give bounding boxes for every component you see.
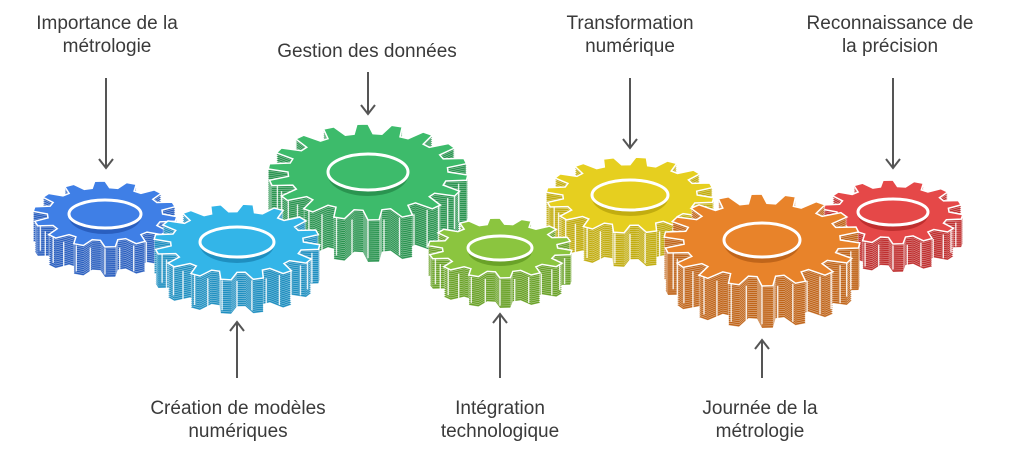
gear-integration: [427, 217, 573, 309]
label-integration: Intégration technologique: [440, 398, 560, 442]
label-transformation: Transformation numérique: [566, 13, 694, 57]
arrow-importance: [98, 78, 114, 170]
label-journee: Journée de la métrologie: [702, 398, 818, 442]
gear-side-creation: [161, 252, 313, 311]
gear-importance: [32, 180, 178, 278]
arrow-integration: [492, 312, 508, 378]
arrow-reconnaissance: [885, 78, 901, 170]
arrow-creation: [229, 320, 245, 378]
label-reconnaissance: Reconnaissance de la précision: [806, 13, 974, 57]
label-creation: Création de modèles numériques: [150, 398, 326, 442]
gear-side-journee: [672, 251, 852, 325]
gear-creation: [153, 203, 321, 315]
arrow-transformation: [622, 78, 638, 150]
gear-journee: [663, 193, 861, 329]
label-gestion: Gestion des données: [277, 41, 457, 62]
label-importance: Importance de la métrologie: [36, 13, 178, 57]
gear-side-integration: [434, 258, 566, 306]
arrow-gestion: [360, 72, 376, 116]
arrow-journee: [754, 338, 770, 378]
